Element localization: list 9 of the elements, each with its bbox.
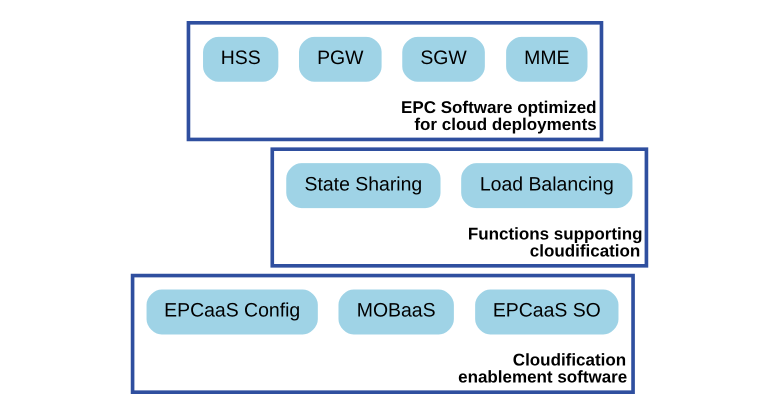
- node-box: MME: [506, 36, 587, 82]
- node-box: EPCaaS SO: [474, 290, 618, 334]
- node-box: Load Balancing: [460, 163, 632, 208]
- node-box: State Sharing: [286, 163, 440, 208]
- node-box: PGW: [298, 36, 382, 82]
- node-box: SGW: [402, 36, 484, 82]
- node-box: EPCaaS Config: [146, 290, 318, 334]
- node-box: HSS: [202, 36, 278, 82]
- node-box: MOBaaS: [338, 290, 454, 334]
